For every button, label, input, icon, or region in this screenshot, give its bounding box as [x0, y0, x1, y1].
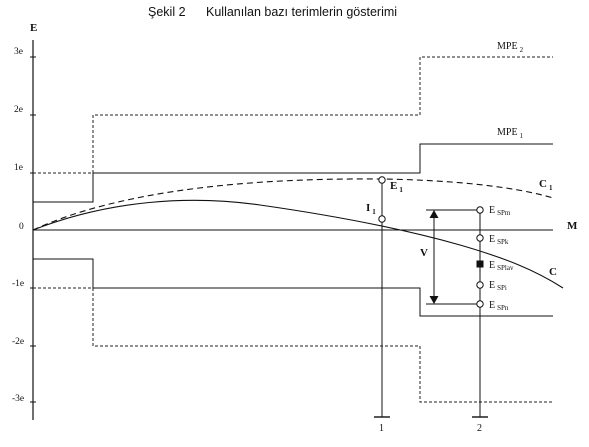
- figure-title: Kullanılan bazı terimlerin gösterimi: [206, 5, 397, 19]
- e1-marker: [378, 176, 386, 184]
- curve-c1: [32, 178, 554, 231]
- e-splav-marker: [476, 260, 484, 268]
- mpe2-lower-line: [33, 287, 553, 403]
- tick-label-minus-2e: -2e: [12, 337, 24, 347]
- tick-label-minus-1e: -1e: [12, 279, 24, 289]
- tick-label-0: 0: [19, 222, 24, 232]
- y-axis: E 3e 2e 1e 0 -1e -2e -3e: [12, 22, 37, 420]
- e-spm-marker: [476, 206, 484, 214]
- mpe2-upper-line: [33, 56, 553, 174]
- mpe1-lower-line: [33, 258, 553, 317]
- v-label: V: [420, 247, 428, 259]
- point1-label: 1: [379, 423, 384, 434]
- tick-label-2e: 2e: [14, 105, 23, 115]
- point2-label: 2: [477, 423, 482, 434]
- mpe1-upper-line: [33, 143, 553, 203]
- v-double-arrow: [429, 210, 439, 304]
- tick-label-3e: 3e: [14, 47, 23, 57]
- figure-number: Şekil 2: [148, 5, 186, 19]
- y-axis-label: E: [30, 22, 37, 34]
- c-label: C: [549, 266, 557, 278]
- e-spn-marker: [476, 300, 484, 308]
- tick-label-1e: 1e: [14, 163, 23, 173]
- tick-label-minus-3e: -3e: [12, 394, 24, 404]
- e-spi-marker: [476, 281, 484, 289]
- i1-marker: [378, 215, 386, 223]
- m-label: M: [567, 220, 578, 232]
- e-spk-marker: [476, 234, 484, 242]
- curve-c: [32, 199, 564, 289]
